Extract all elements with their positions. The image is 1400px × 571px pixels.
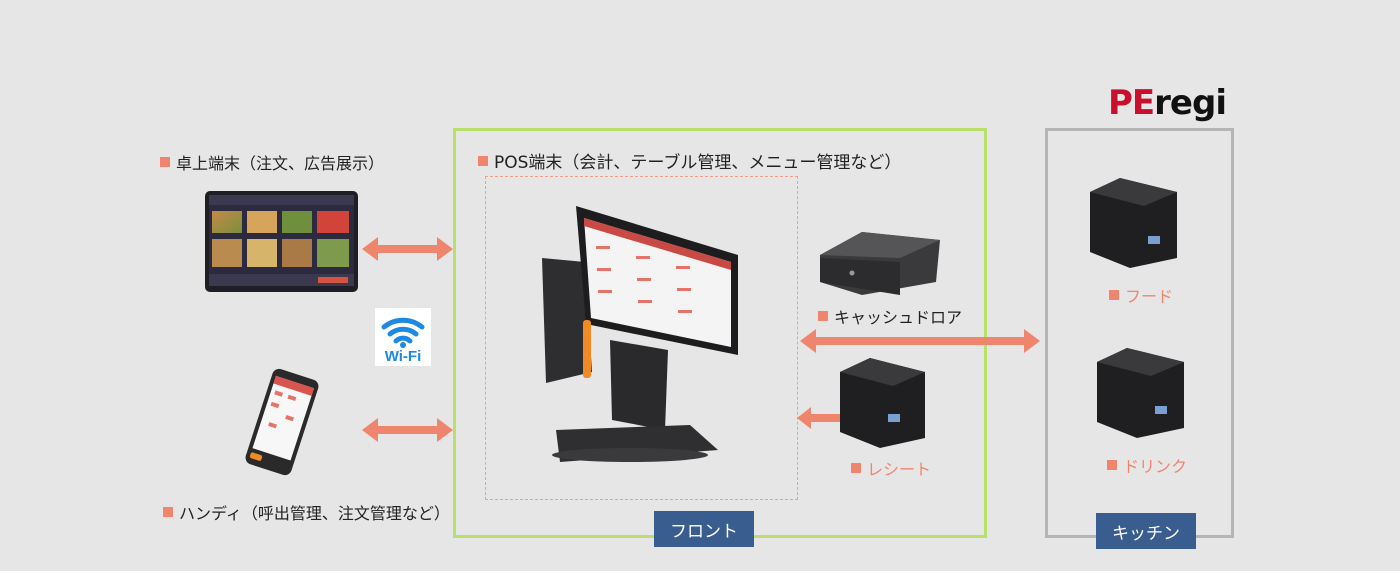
pos-label: POS端末（会計、テーブル管理、メニュー管理など）: [478, 148, 901, 173]
handy-device: [245, 368, 319, 476]
cash-drawer-label: キャッシュドロア: [818, 304, 962, 328]
food-label: フード: [1109, 283, 1173, 307]
wifi-text: Wi-Fi: [385, 348, 422, 365]
receipt-printer-device: [840, 358, 925, 448]
arrow-tablet-pos: [362, 237, 453, 261]
handy-label: ハンディ（呼出管理、注文管理など）: [163, 500, 450, 524]
kitchen-label: キッチン: [1096, 513, 1196, 549]
bullet-icon: [478, 155, 488, 166]
food-printer-device: [1090, 178, 1177, 268]
peregi-logo: PEregi: [1108, 83, 1227, 123]
bullet-icon: [1107, 460, 1117, 470]
wifi-icon: [375, 308, 431, 366]
front-label: フロント: [654, 511, 754, 547]
drink-label: ドリンク: [1107, 453, 1187, 477]
tablet-device: [205, 191, 358, 292]
receipt-label: レシート: [851, 456, 931, 480]
bullet-icon: [1109, 290, 1119, 300]
arrow-pos-receipt: [797, 407, 854, 429]
arrow-pos-kitchen: [800, 329, 1040, 353]
bullet-icon: [851, 463, 861, 473]
pos-area: [485, 176, 798, 500]
pos-terminal: [542, 206, 738, 462]
tablet-label: 卓上端末（注文、広告展示）: [160, 150, 384, 174]
drink-printer-device: [1097, 348, 1184, 438]
bullet-icon: [160, 157, 170, 167]
cash-drawer-device: [820, 232, 940, 295]
bullet-icon: [818, 311, 828, 321]
arrow-handy-pos: [362, 418, 453, 442]
bullet-icon: [163, 507, 173, 517]
